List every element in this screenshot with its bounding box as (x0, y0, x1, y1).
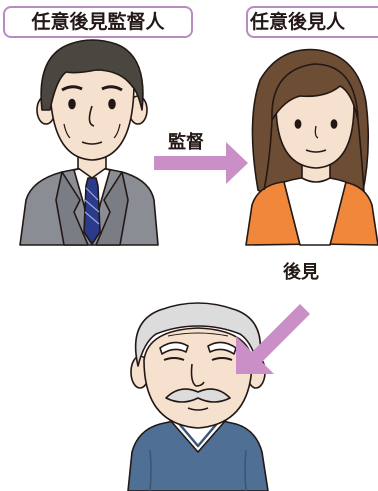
guardian-woman-figure (245, 48, 378, 246)
supervisor-role-label: 任意後見監督人 (3, 6, 193, 38)
guardianship-arrow (236, 304, 310, 374)
supervise-arrow-label: 監督 (168, 132, 204, 153)
guardian-role-label: 任意後見人 (246, 6, 378, 38)
supervisor-man-figure (19, 39, 159, 246)
supervise-arrow (154, 142, 248, 184)
guardianship-arrow-label: 後見 (283, 262, 319, 283)
elderly-man-figure (127, 302, 269, 491)
